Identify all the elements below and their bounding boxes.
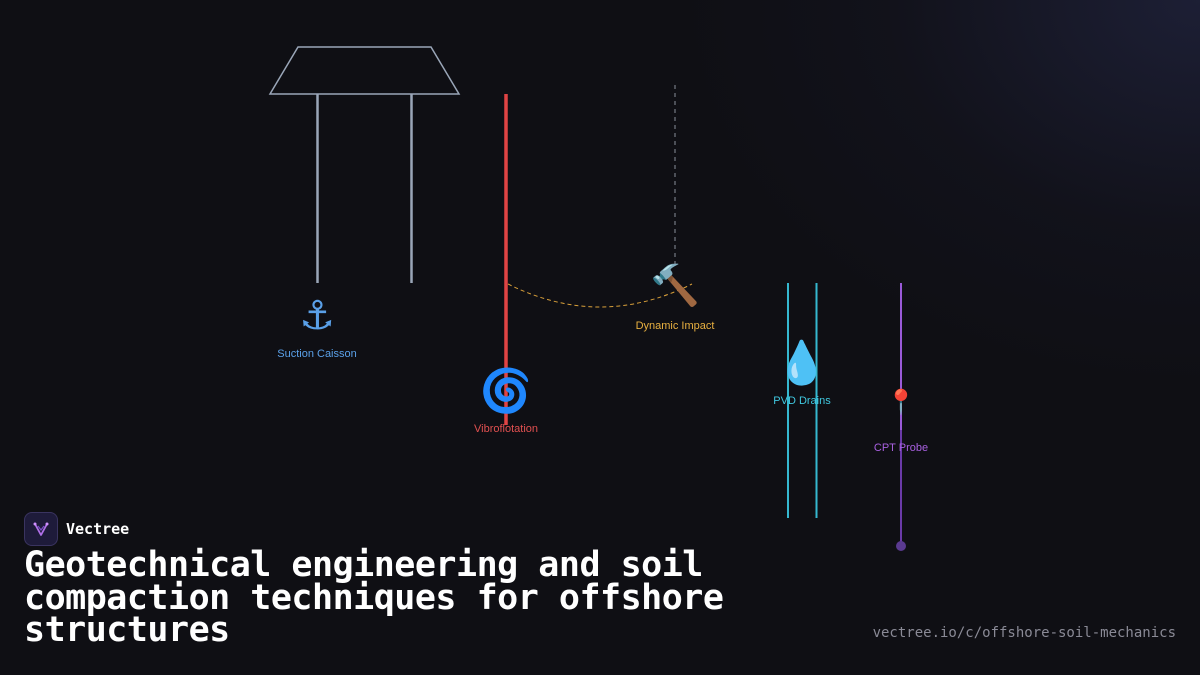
brand-name: Vectree — [66, 520, 130, 538]
impact-trajectory — [507, 283, 693, 308]
pvd-drains-label: PVD Drains — [773, 395, 831, 407]
cyclone-icon: 🌀 — [479, 366, 533, 415]
brand: Vectree — [24, 512, 129, 546]
cpt-probe-label: CPT Probe — [873, 442, 929, 454]
vibroflotation-label: Vibroflotation — [473, 423, 539, 435]
suction-caisson-label: Suction Caisson — [277, 348, 357, 360]
dynamic-impact-label: Dynamic Impact — [635, 320, 715, 332]
vectree-logo-icon — [24, 512, 58, 546]
droplet-icon: 💧 — [775, 338, 829, 387]
source-url: vectree.io/c/offshore-soil-mechanics — [872, 625, 1176, 641]
caisson-cap — [268, 46, 461, 95]
page-title: Geotechnical engineering and soil compac… — [24, 545, 724, 650]
pin-icon: 📍 — [886, 388, 916, 416]
cpt-tip — [896, 541, 906, 551]
hammer-icon: 🔨 — [650, 263, 700, 309]
anchor-icon: ⚓ — [299, 293, 335, 339]
